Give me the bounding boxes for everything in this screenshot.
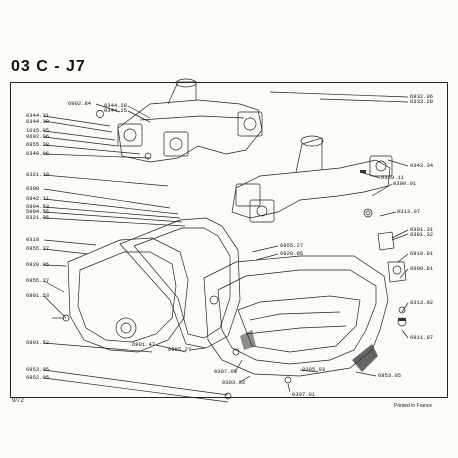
part-label: 0313.02 (410, 299, 434, 306)
part-label: 6942.11 (26, 195, 50, 202)
part-label: 6955.27 (168, 346, 192, 353)
part-label: 6901.53 (26, 292, 50, 299)
part-label: 0909.01 (410, 265, 434, 272)
part-label: 5904.55 (26, 208, 50, 215)
part-label: 6901.47 (132, 341, 156, 348)
part-label: 0313.07 (397, 208, 421, 215)
page-title: 03 C - J7 (11, 58, 86, 75)
diagram-frame (10, 82, 448, 398)
part-label: 6953.05 (26, 366, 50, 373)
part-label: 0305.03 (302, 366, 326, 373)
part-label: 0349.06 (26, 150, 50, 157)
part-label: 0344.31 (26, 112, 50, 119)
part-label: 0300.01 (393, 180, 417, 187)
part-label: 6904.63 (26, 203, 50, 210)
part-label: 0300 (26, 185, 40, 192)
part-label: 6953.05 (378, 372, 402, 379)
part-label: 6920.05 (26, 261, 50, 268)
part-label: 0303.03 (222, 379, 246, 386)
part-label: 6955.28 (26, 141, 50, 148)
part-label: 6952.05 (26, 374, 50, 381)
part-label: 6955.27 (26, 245, 50, 252)
part-label: 6932.06 (410, 93, 434, 100)
part-label: 6955.27 (26, 277, 50, 284)
part-label: 6920.05 (280, 250, 304, 257)
part-label: 0343.34 (410, 162, 434, 169)
part-label: 0692.06 (26, 133, 50, 140)
part-label: 0321.10 (26, 171, 50, 178)
part-label: 0321.05 (26, 214, 50, 221)
part-label: 0307.01 (292, 391, 316, 398)
printed-note: Printed in France (394, 403, 433, 409)
part-label: 0333.28 (410, 98, 434, 105)
part-label: 1015.05 (26, 127, 50, 134)
part-label: 0301.32 (410, 231, 434, 238)
part-label: 6902.84 (68, 100, 92, 107)
part-label: 0344.25 (104, 107, 128, 114)
part-label: 6901.52 (26, 339, 50, 346)
part-label: 0307.05 (214, 368, 238, 375)
part-label: 0344.30 (26, 118, 50, 125)
part-label: 6955.27 (280, 242, 304, 249)
part-label: 0329.11 (381, 174, 405, 181)
part-label: 0318 (26, 236, 40, 243)
part-label: 0344.28 (104, 102, 128, 109)
part-label: 6911.07 (410, 334, 434, 341)
part-label: 6910.01 (410, 250, 434, 257)
page-number: 9/72 (12, 398, 24, 404)
part-label: 0301.31 (410, 226, 434, 233)
